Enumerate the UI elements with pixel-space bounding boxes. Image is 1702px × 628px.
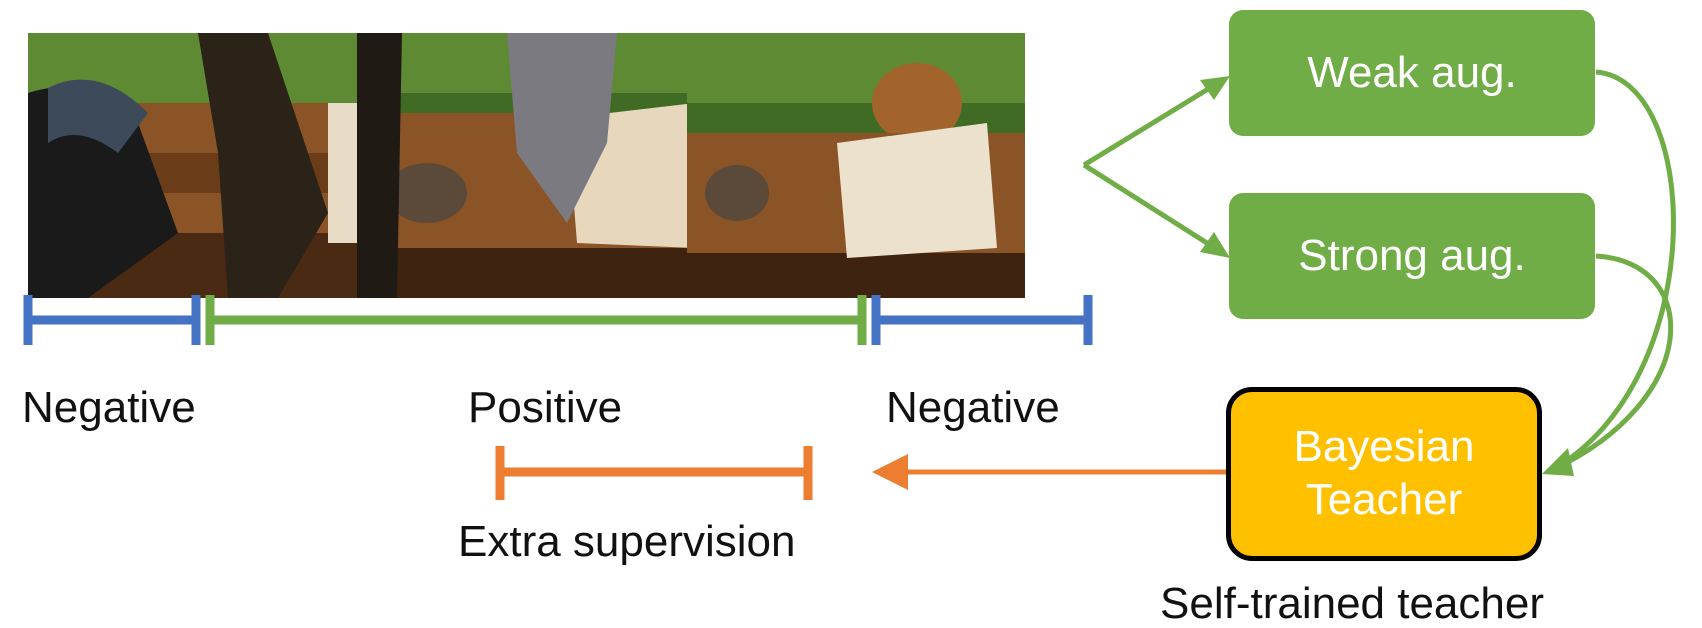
strong-aug-box: Strong aug. <box>1229 193 1595 319</box>
video-frame-3 <box>687 33 1025 298</box>
branch-arrows <box>1082 76 1230 258</box>
aug-to-teacher-curves <box>1542 69 1676 476</box>
strong-aug-label: Strong aug. <box>1298 231 1526 280</box>
negative-right-bracket <box>871 295 1093 345</box>
video-frame-1 <box>28 33 366 298</box>
negative-left-bracket <box>23 295 201 345</box>
teacher-to-extra-arrow <box>872 454 1226 490</box>
teacher-line-1: Bayesian <box>1293 422 1475 472</box>
positive-label: Positive <box>468 383 623 432</box>
negative-left-label: Negative <box>22 383 196 432</box>
negative-right-label: Negative <box>886 383 1060 432</box>
positive-bracket <box>205 295 867 345</box>
weak-aug-label: Weak aug. <box>1307 48 1517 97</box>
bayesian-teacher-box: Bayesian Teacher <box>1226 387 1542 561</box>
teacher-line-2: Teacher <box>1305 475 1463 524</box>
extra-supervision-bracket <box>495 446 813 500</box>
weak-aug-box: Weak aug. <box>1229 10 1595 136</box>
extra-supervision-label: Extra supervision <box>458 517 796 566</box>
video-frame-2 <box>357 33 695 298</box>
self-trained-teacher-caption: Self-trained teacher <box>1160 579 1544 628</box>
